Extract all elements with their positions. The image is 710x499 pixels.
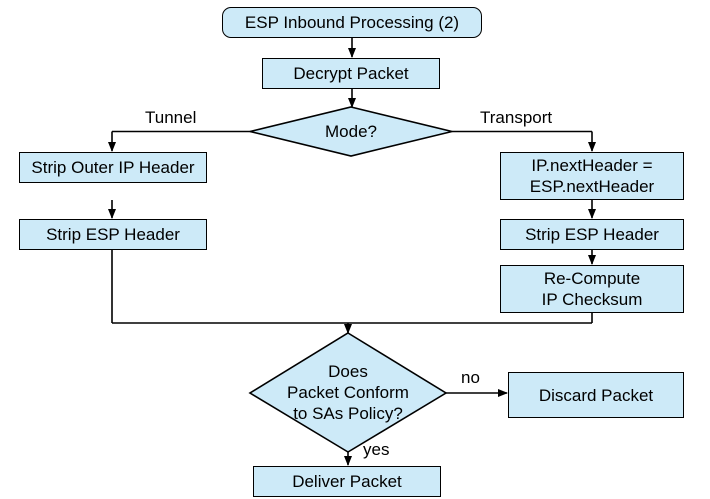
node-decrypt-packet[interactable]: Decrypt Packet bbox=[262, 58, 440, 89]
edge-label-yes: yes bbox=[363, 440, 390, 459]
node-discard-packet-label: Discard Packet bbox=[538, 385, 654, 405]
conform-diamond-shape bbox=[248, 332, 448, 453]
node-strip-esp-header-transport[interactable]: Strip ESP Header bbox=[500, 219, 684, 250]
edge-label-no: no bbox=[461, 368, 480, 387]
node-ip-next-header[interactable]: IP.nextHeader = ESP.nextHeader bbox=[500, 152, 684, 200]
edge-label-tunnel: Tunnel bbox=[145, 108, 197, 127]
node-discard-packet[interactable]: Discard Packet bbox=[508, 372, 684, 418]
node-strip-outer-ip-header-label: Strip Outer IP Header bbox=[31, 158, 195, 177]
node-deliver-packet[interactable]: Deliver Packet bbox=[253, 466, 441, 497]
node-strip-esp-header-tunnel[interactable]: Strip ESP Header bbox=[19, 219, 207, 250]
node-strip-esp-header-tunnel-label: Strip ESP Header bbox=[46, 225, 180, 244]
node-start[interactable]: ESP Inbound Processing (2) bbox=[222, 7, 482, 38]
node-ip-next-header-label: IP.nextHeader = ESP.nextHeader bbox=[529, 156, 655, 196]
node-decrypt-packet-label: Decrypt Packet bbox=[293, 64, 409, 83]
node-strip-outer-ip-header[interactable]: Strip Outer IP Header bbox=[19, 152, 207, 183]
node-strip-esp-header-transport-label: Strip ESP Header bbox=[525, 225, 659, 244]
node-deliver-packet-label: Deliver Packet bbox=[292, 472, 402, 491]
mode-diamond-shape bbox=[249, 106, 453, 157]
node-recompute-ip-checksum[interactable]: Re-Compute IP Checksum bbox=[500, 265, 684, 313]
edge-label-transport: Transport bbox=[480, 108, 553, 127]
node-start-label: ESP Inbound Processing (2) bbox=[244, 13, 460, 32]
node-recompute-ip-checksum-label: Re-Compute IP Checksum bbox=[541, 269, 643, 309]
